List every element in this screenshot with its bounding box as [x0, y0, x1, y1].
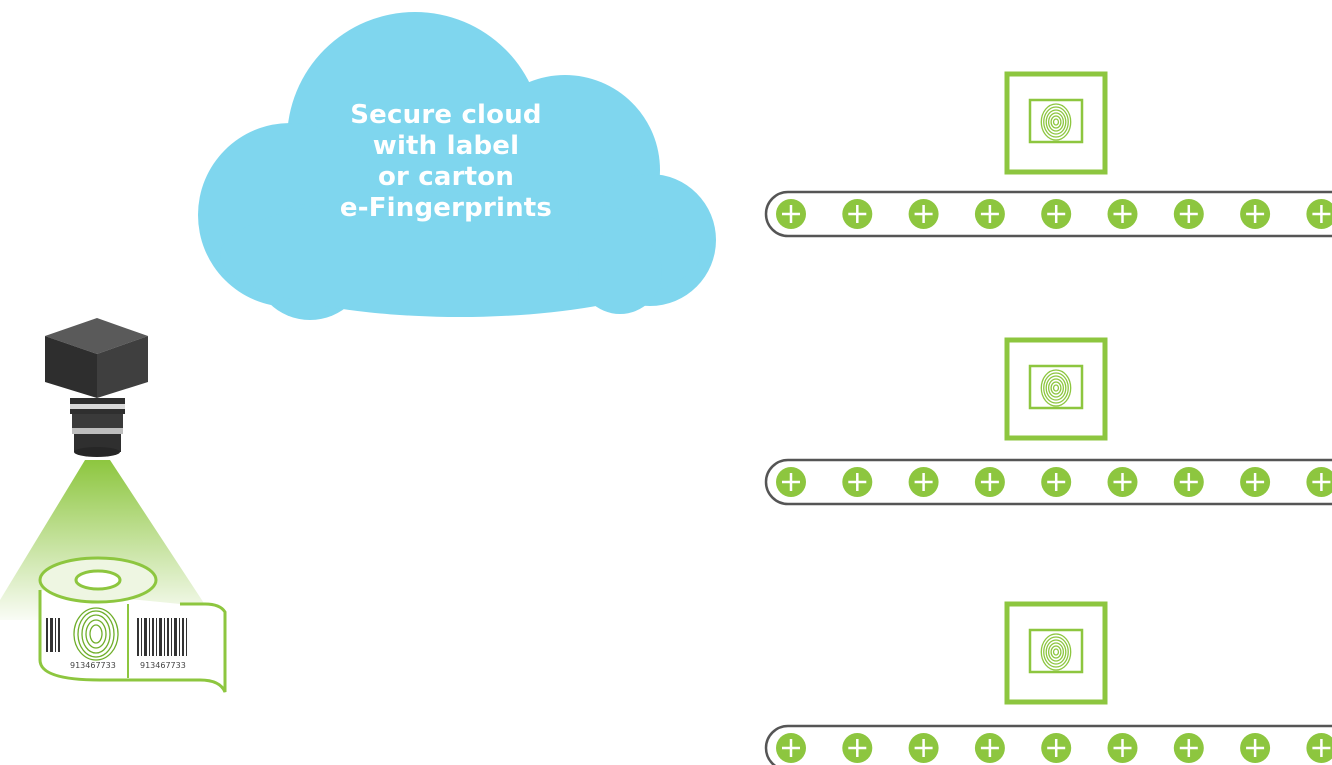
conveyor-roller-icon — [1107, 199, 1138, 229]
fingerprint-ridge — [1045, 375, 1067, 401]
camera-icon — [45, 318, 148, 457]
conveyor-roller-icon — [1107, 467, 1138, 497]
fingerprint-ridge — [1052, 384, 1060, 392]
conveyor-roller-icon — [908, 199, 939, 229]
fingerprint-box-inner — [1028, 364, 1084, 410]
fingerprint-ridge — [1048, 378, 1065, 398]
conveyor-roller-icon — [1240, 733, 1271, 763]
cloud-caption-line: e-Fingerprints — [339, 193, 553, 223]
label-roll-icon — [38, 556, 227, 693]
cloud-caption: Secure cloud with label or carton e-Fing… — [306, 100, 586, 224]
fingerprint-box-frame — [1004, 337, 1108, 441]
fingerprint-box-icon — [1004, 71, 1108, 175]
fingerprint-box-icon — [1004, 337, 1108, 441]
conveyor-roller-icon — [1041, 733, 1072, 763]
fingerprint-box-inner — [1028, 98, 1084, 144]
fingerprint-icon — [73, 607, 119, 661]
barcode-right — [137, 618, 187, 656]
fingerprint-ridge — [1050, 381, 1062, 395]
conveyor-roller-icon — [974, 467, 1005, 497]
fingerprint-ridge — [1052, 648, 1060, 656]
conveyor-roller-icon — [842, 733, 873, 763]
conveyor-roller-icon — [908, 733, 939, 763]
conveyor-roller-icon — [1240, 199, 1271, 229]
fingerprint-ridge — [1048, 112, 1065, 132]
fingerprint-ridge — [1043, 372, 1069, 404]
fingerprint-ridge — [1045, 639, 1067, 665]
conveyor-roller-icon — [776, 199, 806, 229]
fingerprint-ridge — [1052, 118, 1060, 126]
conveyor-roller-icon — [776, 467, 806, 497]
fingerprint-box-inner — [1028, 628, 1084, 674]
conveyor-roller-icon — [1041, 199, 1072, 229]
conveyor-roller-icon — [1173, 733, 1204, 763]
barcode-number-right: 913467733 — [140, 661, 186, 670]
barcode-number-left: 913467733 — [70, 661, 116, 670]
conveyor-roller-icon — [1306, 733, 1332, 763]
fingerprint-box-frame — [1004, 71, 1108, 175]
fingerprint-box-frame — [1004, 601, 1108, 705]
conveyor-roller-icon — [1306, 467, 1332, 497]
conveyor-roller-icon — [776, 733, 806, 763]
barcode-left — [46, 618, 60, 652]
cloud-caption-line: with label — [372, 131, 520, 161]
conveyor-roller-icon — [842, 199, 873, 229]
conveyor-roller-icon — [974, 199, 1005, 229]
fingerprint-ridge — [1050, 645, 1062, 659]
conveyor-roller-icon — [1306, 199, 1332, 229]
fingerprint-ridge — [1048, 642, 1065, 662]
fingerprint-ridge — [1040, 633, 1072, 671]
fingerprint-ridge — [1050, 115, 1062, 129]
fingerprint-ridge — [1043, 106, 1069, 138]
conveyor-roller-icon — [1240, 467, 1271, 497]
conveyor-roller-icon — [1173, 467, 1204, 497]
conveyor-roller-icon — [1107, 733, 1138, 763]
fingerprint-ridge — [1040, 103, 1072, 141]
conveyor-roller-icon — [908, 467, 939, 497]
fingerprint-ridge — [1040, 369, 1072, 407]
conveyor-roller-icon — [1041, 467, 1072, 497]
cloud-caption-line: or carton — [377, 162, 515, 192]
conveyor-roller-icon — [974, 733, 1005, 763]
cloud-caption-line: Secure cloud — [350, 100, 542, 130]
fingerprint-box-icon — [1004, 601, 1108, 705]
conveyor-roller-icon — [1173, 199, 1204, 229]
conveyor-roller-icon — [842, 467, 873, 497]
fingerprint-ridge — [1043, 636, 1069, 668]
fingerprint-ridge — [1045, 109, 1067, 135]
